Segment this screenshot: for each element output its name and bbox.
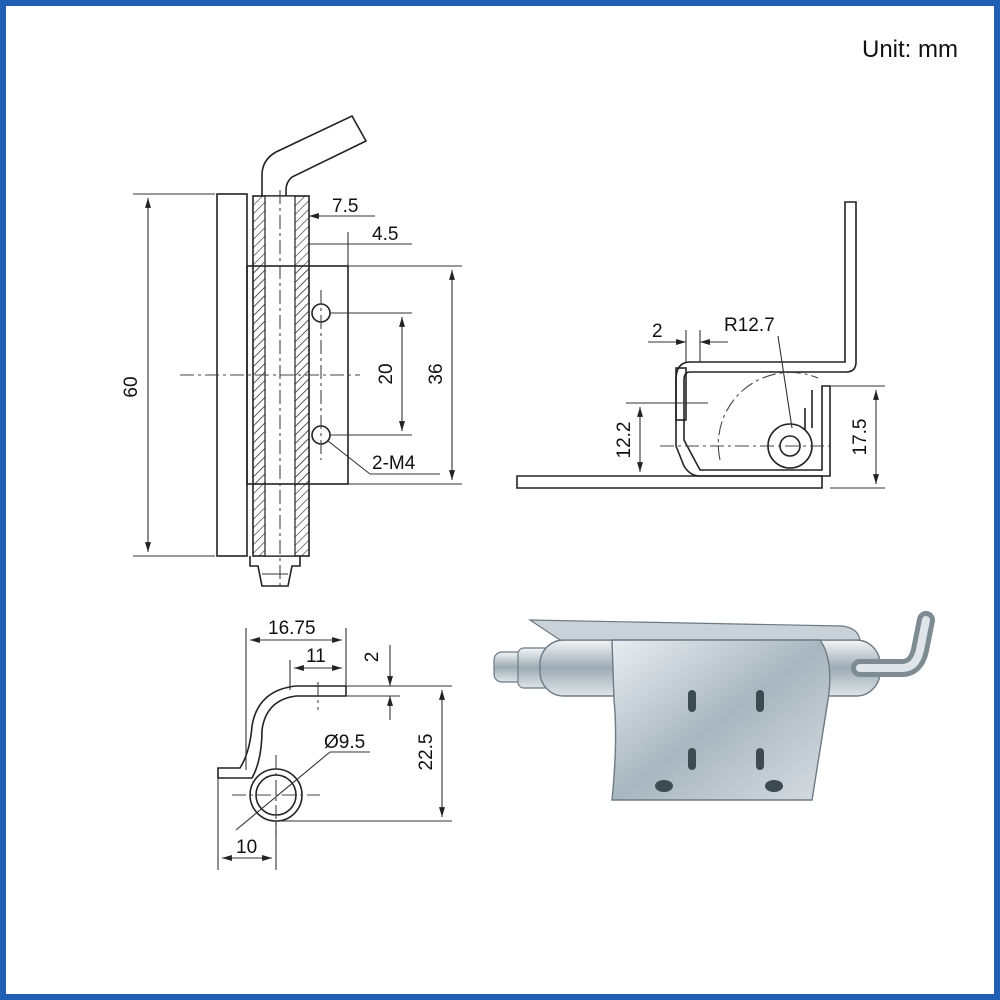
- dim-right-height-17-5: 17.5: [850, 419, 871, 456]
- dim-diameter-9-5: Ø9.5: [324, 732, 365, 753]
- dim-left-height-12-2: 12.2: [614, 422, 635, 459]
- dim-base-10: 10: [236, 837, 257, 858]
- dim-height-60: 60: [121, 376, 142, 397]
- end-leaf-profile: [217, 685, 347, 779]
- product-illustration: [493, 611, 935, 801]
- dim-leaf-height-36: 36: [426, 363, 447, 384]
- dim-height-22-5: 22.5: [416, 734, 437, 771]
- dim-inner-width-11: 11: [306, 646, 326, 667]
- dim-hole-spacing-20: 20: [376, 363, 397, 384]
- dim-radius-r12-7: R12.7: [724, 315, 775, 336]
- front-bent-pin: [261, 114, 368, 196]
- front-pin-tip: [249, 556, 301, 587]
- product-leaf: [611, 639, 831, 801]
- side-leaf: [675, 201, 857, 477]
- unit-label: Unit: mm: [862, 36, 958, 63]
- end-view: 16.75 11 2 Ø9.5 22.5 10: [217, 618, 452, 870]
- hole-callout-2-m4: 2-M4: [372, 453, 416, 474]
- dim-gap-2: 2: [652, 321, 663, 342]
- dim-overall-width-16-75: 16.75: [268, 618, 316, 639]
- front-view: 60 7.5 4.5 20 36 2-M4: [121, 114, 462, 590]
- dim-pin-width-7-5: 7.5: [332, 196, 358, 217]
- side-base-plate: [516, 475, 823, 489]
- dim-offset-4-5: 4.5: [372, 224, 398, 245]
- dim-thickness-2: 2: [362, 652, 383, 663]
- side-view: 2 R12.7 12.2 17.5: [516, 201, 885, 489]
